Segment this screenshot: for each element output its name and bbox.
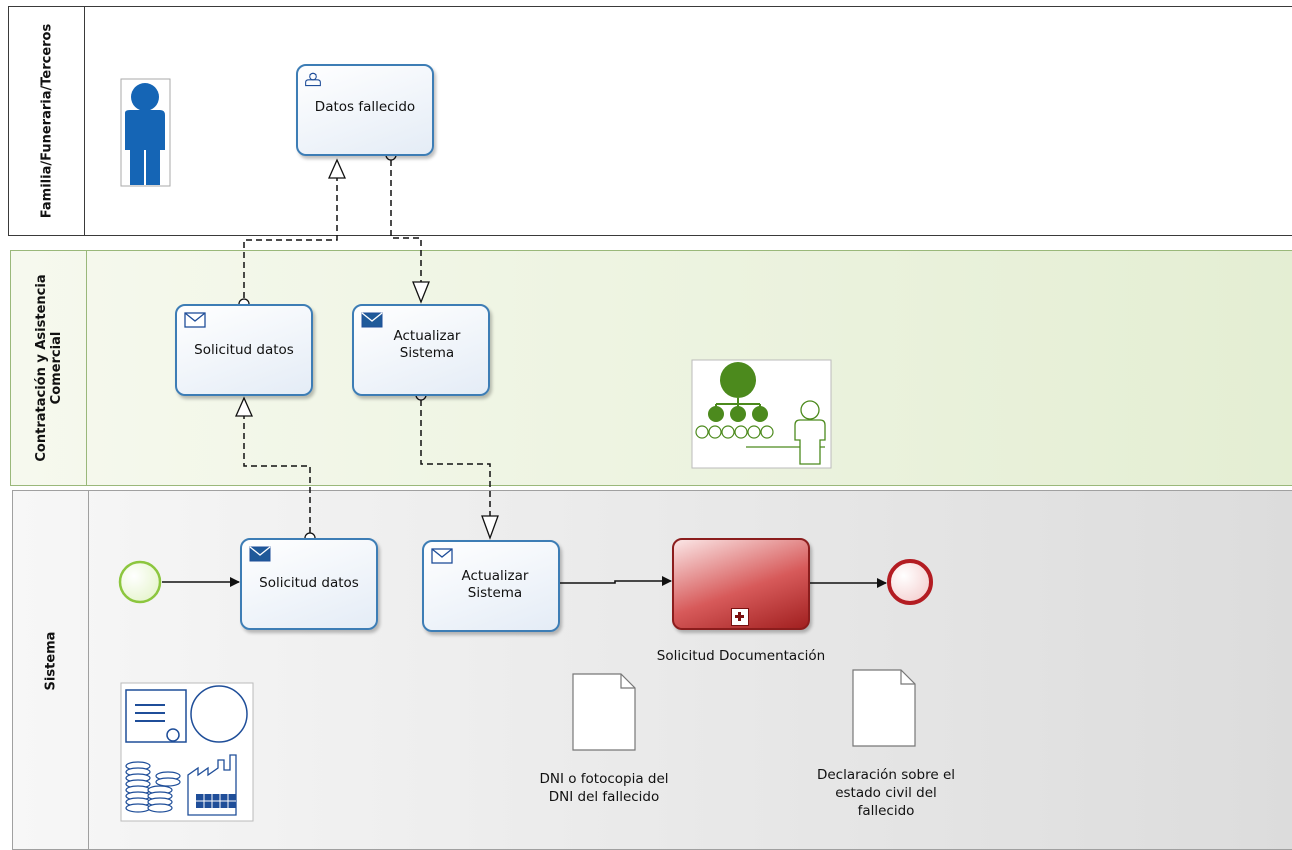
task-label: Datos fallecido bbox=[314, 99, 416, 115]
task-label: Solicitud datos bbox=[259, 575, 359, 591]
task-label: Actualizar Sistema bbox=[393, 328, 461, 361]
task-solicitud-datos-sistema[interactable]: Solicitud datos bbox=[240, 538, 378, 630]
lane-comercial-header: Contratación y Asistencia Comercial bbox=[11, 251, 87, 485]
lane-familia-header: Familia/Funeraria/Terceros bbox=[9, 7, 85, 235]
task-solicitud-datos-comercial[interactable]: Solicitud datos bbox=[175, 304, 313, 396]
envelope-filled-icon bbox=[361, 312, 383, 328]
task-label: Solicitud datos bbox=[194, 342, 294, 358]
sequence-flow-to-subprocess bbox=[559, 576, 672, 586]
person-icon bbox=[120, 78, 171, 187]
message-flow-sistema-to-comercial bbox=[234, 396, 316, 544]
envelope-filled-icon bbox=[249, 546, 271, 562]
message-flow-solicitud-to-datos bbox=[238, 158, 347, 310]
data-object-dni[interactable] bbox=[572, 673, 636, 751]
data-object-declaracion[interactable] bbox=[852, 669, 916, 747]
subprocess-label: Solicitud Documentación bbox=[656, 648, 826, 664]
plus-icon bbox=[731, 608, 749, 626]
data-object-declaracion-label: Declaración sobre el estado civil del fa… bbox=[816, 767, 956, 819]
resources-icon bbox=[120, 682, 254, 822]
task-label: Actualizar Sistema bbox=[461, 568, 529, 601]
task-actualizar-sistema-comercial[interactable]: Actualizar Sistema bbox=[352, 304, 490, 396]
message-flow-datos-to-actualizar bbox=[385, 149, 430, 304]
message-flow-comercial-to-sistema bbox=[415, 389, 499, 540]
lane-sistema-header: Sistema bbox=[13, 491, 89, 849]
user-icon bbox=[305, 72, 321, 87]
envelope-outline-icon bbox=[431, 548, 453, 564]
lane-familia: Familia/Funeraria/Terceros bbox=[8, 6, 1292, 236]
end-event[interactable] bbox=[887, 559, 933, 605]
subprocess-solicitud-documentacion[interactable] bbox=[672, 538, 810, 630]
task-datos-fallecido[interactable]: Datos fallecido bbox=[296, 64, 434, 156]
start-event[interactable] bbox=[118, 560, 162, 604]
org-chart-icon bbox=[691, 359, 832, 469]
task-actualizar-sistema-sistema[interactable]: Actualizar Sistema bbox=[422, 540, 560, 632]
data-object-dni-label: DNI o fotocopia del DNI del fallecido bbox=[539, 771, 669, 805]
envelope-outline-icon bbox=[184, 312, 206, 328]
